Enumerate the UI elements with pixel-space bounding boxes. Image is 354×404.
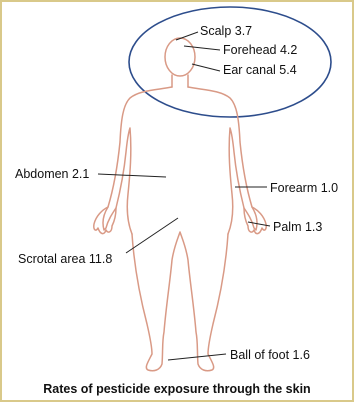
abdomen-label: Abdomen 2.1 (15, 167, 89, 181)
abdomen-leader (98, 174, 166, 177)
ear-canal-label: Ear canal 5.4 (223, 63, 297, 77)
scrotal-area-leader (126, 218, 178, 253)
forehead-label: Forehead 4.2 (223, 43, 297, 57)
head-outline (165, 38, 195, 76)
palm-label: Palm 1.3 (273, 220, 322, 234)
neck-outline (172, 75, 188, 87)
ball-of-foot-label: Ball of foot 1.6 (230, 348, 310, 362)
legs-outline (132, 232, 228, 371)
scalp-leader (176, 32, 198, 40)
figure-caption: Rates of pesticide exposure through the … (2, 382, 352, 396)
forehead-leader (184, 46, 220, 50)
ear-canal-leader (192, 64, 220, 71)
forearm-label: Forearm 1.0 (270, 181, 338, 195)
human-figure (94, 38, 266, 371)
scalp-label: Scalp 3.7 (200, 24, 252, 38)
torso-outline (103, 87, 257, 234)
scrotal-area-label: Scrotal area 11.8 (18, 252, 112, 266)
